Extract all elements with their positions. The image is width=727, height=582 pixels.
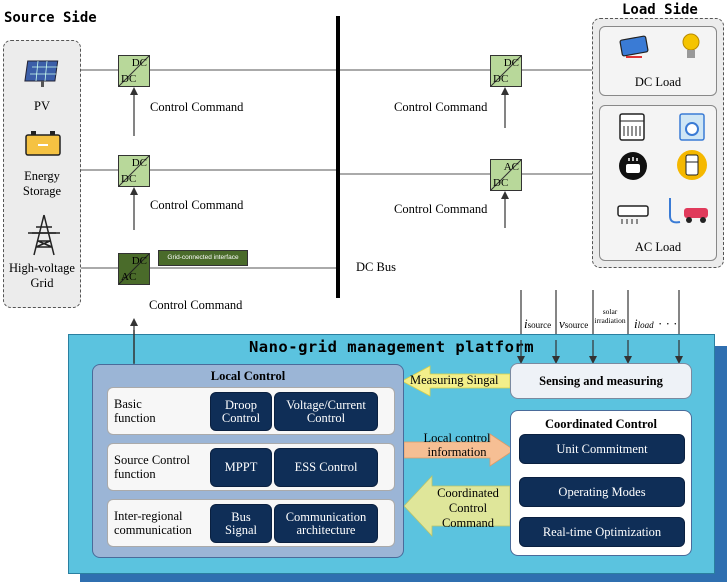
refrigerator-icon: [677, 150, 707, 180]
transmission-tower-icon: [28, 214, 60, 256]
real-time-optimization-button[interactable]: Real-time Optimization: [519, 517, 685, 547]
ess-control-button[interactable]: ESS Control: [274, 448, 378, 487]
platform-title: Nano-grid management platform: [248, 338, 535, 356]
energy-storage-label-2: Storage: [22, 184, 62, 198]
coordinated-control-title: Coordinated Control: [545, 417, 657, 431]
grid-interface-label: Grid-connected interface: [158, 250, 248, 266]
dc-dc-converter-storage: DC DC: [118, 155, 150, 187]
tv-icon: [619, 35, 649, 58]
dc-bus-label: DC Bus: [356, 260, 396, 274]
i-load-signal: iload: [634, 316, 654, 331]
ac-load-box: AC Load: [599, 105, 717, 261]
grid-label-1: High-voltage: [9, 261, 75, 275]
operating-modes-button[interactable]: Operating Modes: [519, 477, 685, 507]
control-command-4: Control Command: [394, 100, 488, 114]
control-command-2: Control Command: [150, 198, 244, 212]
load-panel: DC Load AC: [592, 18, 724, 268]
dc-ac-converter-load: AC DC: [490, 159, 522, 191]
local-control-up-arrow: [130, 318, 138, 364]
solar-panel-icon: [24, 60, 59, 87]
cooking-pot-icon: [619, 152, 647, 180]
energy-storage-label-1: Energy: [24, 169, 60, 183]
dc-load-label: DC Load: [634, 75, 682, 89]
light-bulb-icon: [682, 33, 700, 58]
battery-icon: [25, 131, 61, 156]
pv-label: PV: [34, 99, 50, 113]
dc-dc-converter-load: DC DC: [490, 55, 522, 87]
source-panel: PV Energy Storage High-voltage Grid: [3, 40, 81, 308]
ac-dc-converter-grid: DC AC: [118, 253, 150, 285]
ev-charger-icon: [669, 198, 708, 224]
local-control-title: Local Control: [210, 369, 286, 383]
coordinated-control-panel: Coordinated Control Unit Commitment Oper…: [510, 410, 692, 556]
washing-machine-icon: [679, 113, 705, 141]
sensing-measuring-box: Sensing and measuring: [510, 363, 692, 399]
coordinated-cmd-arrow: [403, 474, 511, 538]
measuring-signal-arrow: [401, 365, 511, 397]
source-side-title: Source Side: [4, 10, 97, 26]
control-command-5: Control Command: [394, 202, 488, 216]
platform-arrows: [133, 330, 683, 538]
v-source-signal: vsource: [559, 316, 589, 331]
dc-dc-converter-pv: DC DC: [118, 55, 150, 87]
load-side-title: Load Side: [622, 2, 698, 18]
measuring-signal-label: Measuring Singal: [410, 373, 499, 387]
more-signals-dots: · · ·: [658, 316, 678, 331]
dishwasher-icon: [619, 113, 645, 141]
i-source-signal: isource: [524, 316, 552, 331]
ac-load-label: AC Load: [634, 240, 682, 254]
dc-load-box: DC Load: [599, 26, 717, 96]
control-command-3: Control Command: [149, 298, 243, 312]
mppt-button[interactable]: MPPT: [210, 448, 272, 487]
grid-label-2: Grid: [30, 276, 54, 290]
local-info-arrow: [403, 433, 515, 467]
air-conditioner-icon: [617, 205, 649, 224]
unit-commitment-button[interactable]: Unit Commitment: [519, 434, 685, 464]
control-command-1: Control Command: [150, 100, 244, 114]
